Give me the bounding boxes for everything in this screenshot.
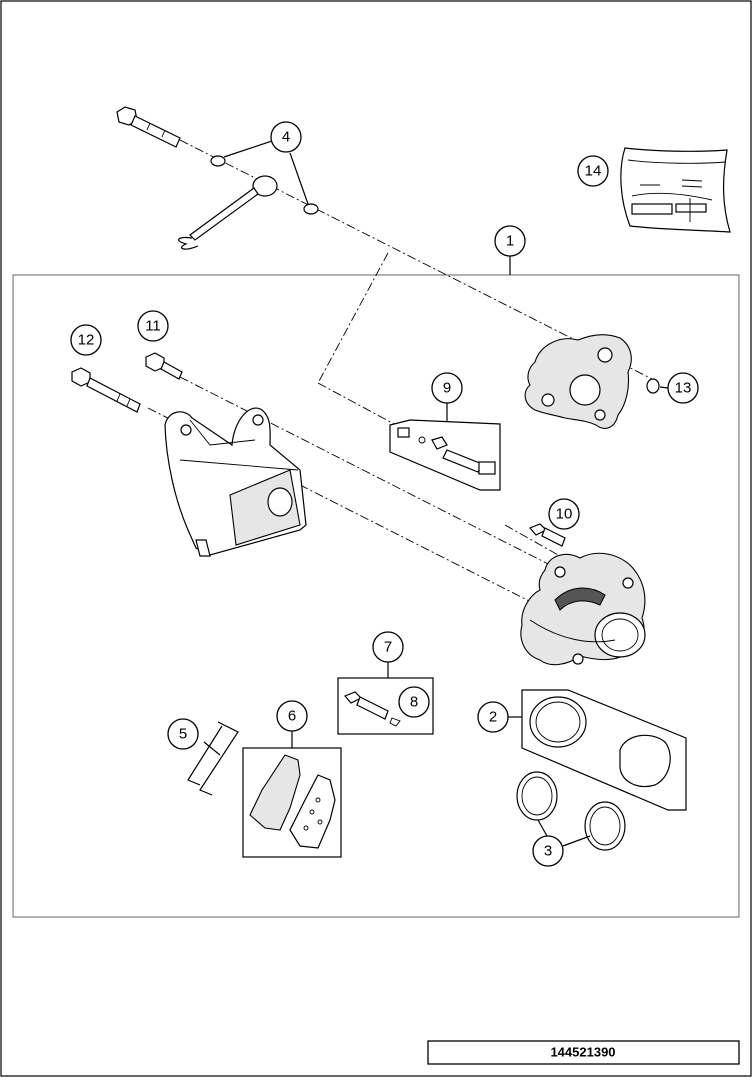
svg-text:14: 14 [585, 163, 602, 180]
part-6-brake-pads [242, 747, 342, 858]
svg-text:8: 8 [410, 694, 418, 711]
drawing-number: 144521390 [550, 1045, 615, 1060]
drawing-number-box: 144521390 [427, 1040, 740, 1065]
callout-8: 8 [398, 686, 430, 718]
callout-5: 5 [167, 718, 199, 750]
banjo-bolt-assembly [116, 106, 319, 250]
brake-caliper [520, 552, 646, 666]
part-9-kit [389, 419, 501, 491]
leader-lines [223, 136, 669, 847]
callout-12: 12 [70, 324, 102, 356]
callout-13: 13 [667, 372, 699, 404]
part-3-seals [516, 771, 626, 851]
part-10-pin [528, 523, 566, 547]
callout-14: 14 [577, 155, 609, 187]
callout-4: 4 [270, 121, 302, 153]
callout-10: 10 [548, 498, 580, 530]
svg-text:11: 11 [145, 318, 161, 335]
svg-text:10: 10 [556, 506, 573, 523]
bolts-11-12 [71, 352, 183, 413]
part-2-pistons [521, 689, 687, 811]
callout-9: 9 [431, 372, 463, 404]
svg-text:12: 12 [78, 332, 95, 349]
callout-11: 11 [137, 310, 169, 342]
callout-3: 3 [532, 835, 564, 867]
svg-text:1: 1 [506, 233, 514, 250]
svg-text:2: 2 [489, 709, 497, 726]
svg-text:9: 9 [443, 380, 451, 397]
svg-text:3: 3 [544, 843, 552, 860]
part-14-brake-fluid-pack [620, 147, 731, 233]
caliper-support-bracket [524, 334, 660, 429]
caliper-mount-bracket [164, 407, 307, 557]
svg-text:13: 13 [675, 380, 692, 397]
svg-text:5: 5 [179, 726, 187, 743]
callout-1: 1 [494, 225, 526, 257]
svg-text:7: 7 [384, 639, 392, 656]
svg-text:4: 4 [282, 129, 290, 146]
callout-6: 6 [276, 700, 308, 732]
svg-text:6: 6 [288, 708, 296, 725]
part-5-spring-clip [187, 721, 239, 796]
callout-2: 2 [477, 701, 509, 733]
callout-7: 7 [372, 631, 404, 663]
